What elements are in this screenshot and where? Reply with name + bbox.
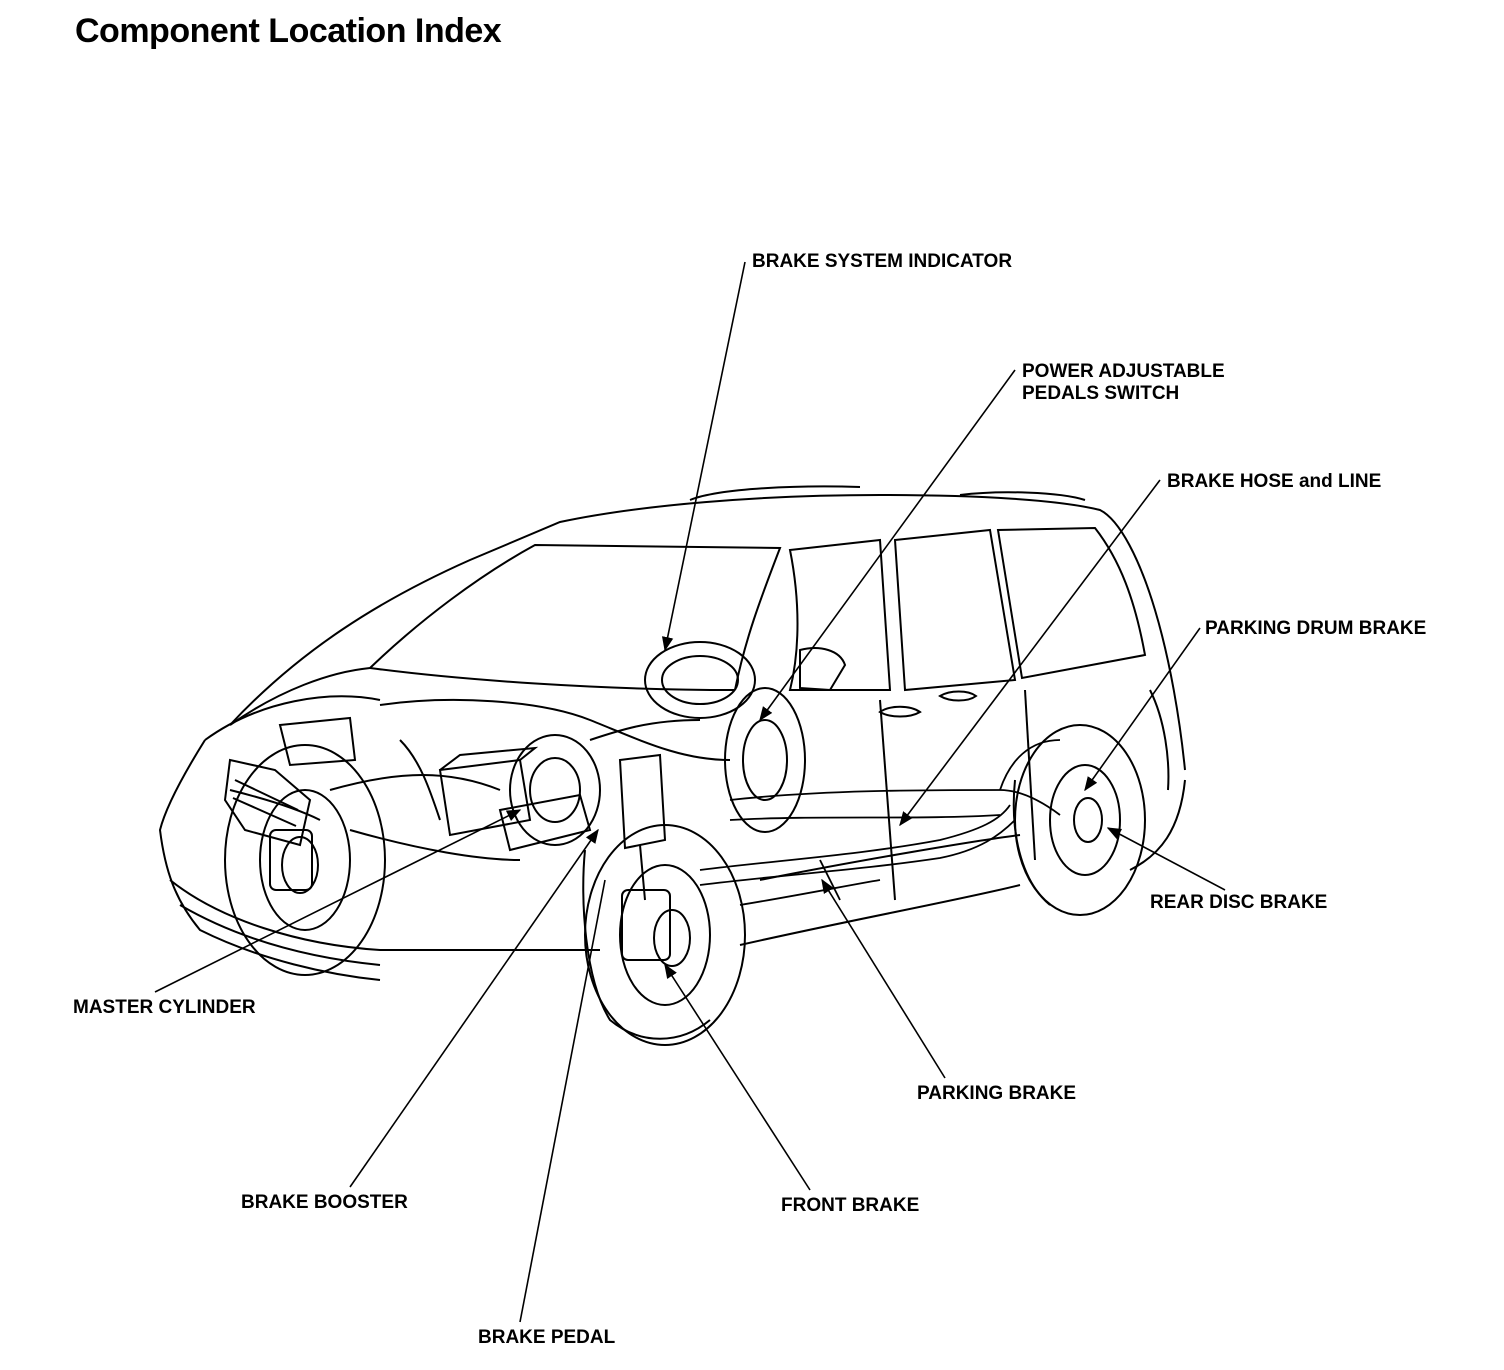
- label-parking-brake: PARKING BRAKE: [917, 1083, 1077, 1104]
- label-power-adjustable-line1: POWER ADJUSTABLE: [1022, 361, 1225, 382]
- label-parking-drum-brake: PARKING DRUM BRAKE: [1205, 618, 1427, 639]
- label-rear-disc-brake: REAR DISC BRAKE: [1150, 892, 1328, 913]
- leader-rear-disc-brake: [1106, 827, 1226, 891]
- leader-parking-brake: [821, 878, 946, 1079]
- leader-parking-drum-brake: [1084, 627, 1201, 792]
- rear-left-wheel: [724, 687, 806, 833]
- engine-bay-components: [278, 641, 756, 901]
- label-brake-booster: BRAKE BOOSTER: [241, 1192, 408, 1213]
- page-title: Component Location Index: [75, 12, 502, 50]
- label-power-adjustable-line2: PEDALS SWITCH: [1022, 383, 1180, 404]
- front-left-wheel: [224, 744, 386, 976]
- front-right-wheel: [582, 824, 746, 1046]
- label-brake-hose-and-line: BRAKE HOSE and LINE: [1167, 471, 1382, 492]
- label-brake-pedal: BRAKE PEDAL: [478, 1327, 616, 1348]
- leader-brake-system-indicator: [661, 261, 746, 652]
- label-master-cylinder: MASTER CYLINDER: [73, 997, 256, 1018]
- leader-brake-hose-and-line: [899, 479, 1161, 827]
- leader-power-adjustable-pedals-switch: [759, 369, 1016, 722]
- label-front-brake: FRONT BRAKE: [781, 1195, 920, 1216]
- vehicle-body: [158, 485, 1186, 981]
- leader-brake-pedal: [519, 879, 606, 1323]
- leader-master-cylinder: [154, 809, 522, 993]
- leader-brake-booster: [349, 828, 599, 1188]
- leader-lines: [154, 261, 1226, 1323]
- brake-lines: [699, 739, 1061, 906]
- label-brake-system-indicator: BRAKE SYSTEM INDICATOR: [752, 251, 1013, 272]
- leader-front-brake: [664, 963, 811, 1191]
